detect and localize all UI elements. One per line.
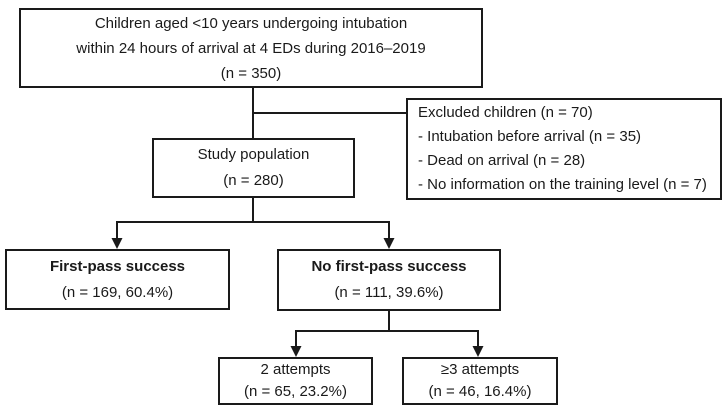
excluded-item: - Intubation before arrival (n = 35) <box>418 128 642 145</box>
node-two-attempts: 2 attempts (n = 65, 23.2%) <box>218 357 373 405</box>
node-no-first-pass-success: No first-pass success (n = 111, 39.6%) <box>277 249 501 311</box>
arrowhead-fps <box>111 238 123 249</box>
node-three-plus-attempts: ≥3 attempts (n = 46, 16.4%) <box>402 357 558 405</box>
attempts3-title: ≥3 attempts <box>440 361 520 378</box>
arrowhead-attempts3 <box>472 346 484 357</box>
fps-title: First-pass success <box>49 257 186 275</box>
nfps-title: No first-pass success <box>311 258 467 275</box>
eligible-line1: Children aged <10 years undergoing intub… <box>94 14 408 32</box>
attempts2-title: 2 attempts <box>260 361 331 378</box>
nfps-count: (n = 111, 39.6%) <box>334 284 444 301</box>
node-excluded-children: Excluded children (n = 70) - Intubation … <box>406 98 722 200</box>
node-first-pass-success: First-pass success (n = 169, 60.4%) <box>5 249 230 310</box>
eligible-count: (n = 350) <box>220 64 282 82</box>
eligible-line2: within 24 hours of arrival at 4 EDs duri… <box>76 39 426 57</box>
attempts2-count: (n = 65, 23.2%) <box>244 383 347 400</box>
fps-count: (n = 169, 60.4%) <box>61 283 174 301</box>
arrowhead-attempts2 <box>290 346 302 357</box>
attempts3-count: (n = 46, 16.4%) <box>428 383 532 400</box>
study-title: Study population <box>197 146 310 163</box>
node-study-population: Study population (n = 280) <box>152 138 355 198</box>
excluded-item: - No information on the training level (… <box>418 176 707 193</box>
node-eligible-population: Children aged <10 years undergoing intub… <box>19 8 483 88</box>
arrowhead-nfps <box>383 238 395 249</box>
excluded-item: - Dead on arrival (n = 28) <box>418 152 586 169</box>
study-count: (n = 280) <box>223 172 284 189</box>
excluded-title: Excluded children (n = 70) <box>418 104 593 121</box>
